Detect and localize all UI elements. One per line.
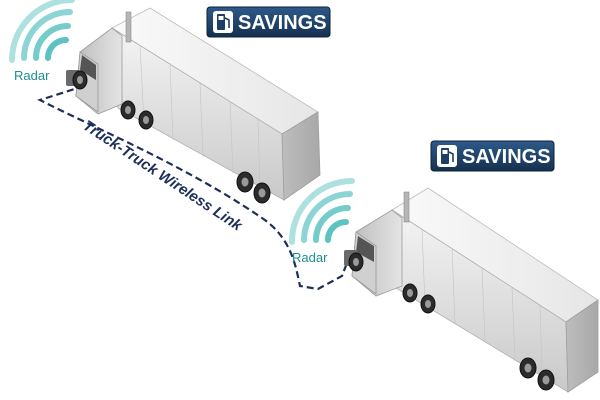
wireless-link-line — [37, 84, 352, 291]
truck-follower — [344, 187, 599, 393]
radar-label-lead: Radar — [14, 68, 50, 83]
radar-label-follower: Radar — [292, 250, 328, 265]
fuel-pump-icon — [437, 145, 457, 167]
radar-waves-lead — [9, 0, 75, 63]
savings-badge-label: SAVINGS — [462, 146, 551, 168]
fuel-pump-icon — [213, 11, 233, 33]
radar-waves-follower — [288, 178, 355, 245]
truck-lead — [66, 7, 321, 204]
savings-badge-lead: SAVINGS — [206, 6, 331, 38]
savings-badge-label: SAVINGS — [238, 12, 327, 34]
savings-badge-follower: SAVINGS — [430, 140, 555, 172]
